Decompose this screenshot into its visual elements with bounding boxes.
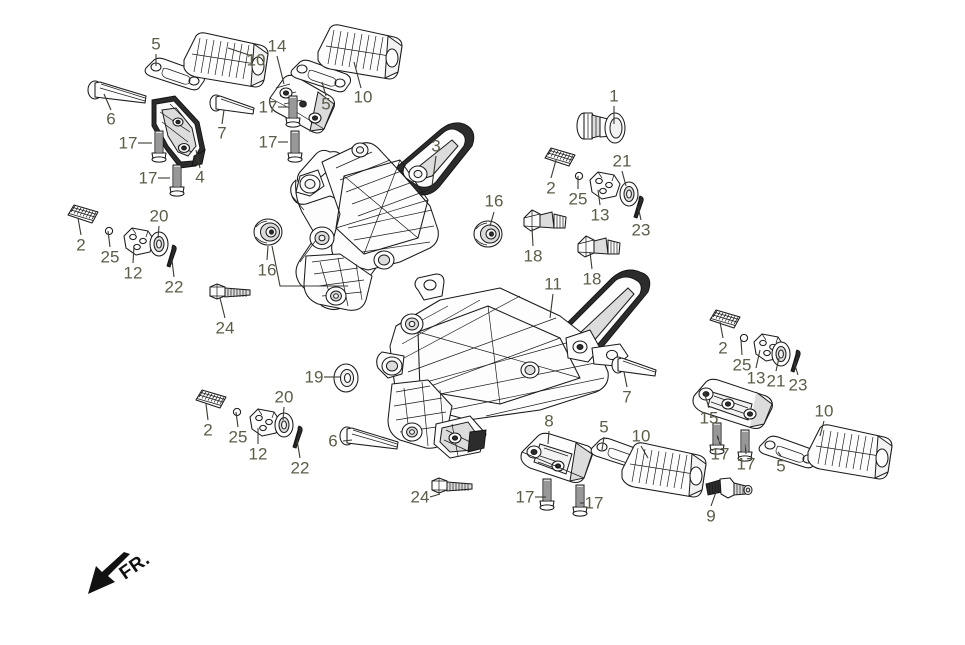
part-1-pivot-collar [576,112,626,144]
part-19-bush [333,363,359,393]
callout-17a: 17 [118,133,138,153]
callout-2c: 2 [203,420,213,440]
callout-20a: 20 [149,206,169,226]
callout-22a: 22 [164,277,184,297]
callout-25c: 25 [228,427,248,447]
callout-6b: 6 [328,431,338,451]
callout-15: 15 [699,408,719,428]
leader-lines [77,47,825,507]
callout-18a: 18 [523,246,543,266]
callout-25d: 25 [732,355,752,375]
callout-22b: 22 [290,458,310,478]
callout-12a: 12 [123,263,143,283]
callout-21b: 21 [766,371,786,391]
callout-17g: 17 [710,444,730,464]
callout-3: 3 [431,136,441,156]
part-8-step-holder-lower [520,432,594,484]
part-16-grommet-upper [473,220,503,248]
callout-25b: 25 [100,247,120,267]
part-20-washer-left [149,231,169,257]
callout-16a: 16 [484,191,504,211]
callout-17e: 17 [515,487,535,507]
callout-10: 10 [246,50,266,70]
callout-10b: 10 [353,87,373,107]
callout-1: 1 [609,86,619,106]
callout-25a: 25 [568,189,588,209]
callout-2d: 2 [718,338,728,358]
callout-21a: 21 [612,151,632,171]
callout-18b: 18 [582,269,602,289]
part-25-ring-bottom-left [232,407,242,417]
part-3-step-bracket [290,122,475,311]
part-21-washer-right [771,341,791,367]
front-direction-arrow-icon [88,552,130,594]
callout-17d: 17 [258,132,278,152]
callout-12b: 12 [248,444,268,464]
callout-19: 19 [304,367,324,387]
callout-13a: 13 [590,205,610,225]
callout-24b: 24 [410,487,430,507]
callout-10c: 10 [631,426,651,446]
callout-7: 7 [217,123,227,143]
callout-9: 9 [706,506,716,526]
callout-2a: 2 [546,178,556,198]
part-25-ring-upper-right [574,171,584,181]
callout-24a: 24 [215,318,235,338]
part-15-step-holder-right [692,378,773,430]
callout-2b: 2 [76,235,86,255]
callout-23b: 23 [788,375,808,395]
callout-8: 8 [544,411,554,431]
callout-5b: 5 [321,94,331,114]
callout-10d: 10 [814,401,834,421]
part-14-step-holder [269,74,336,134]
part-11-step-bracket-lower [376,269,651,459]
callout-7b: 7 [622,387,632,407]
callout-6: 6 [106,109,116,129]
callout-23a: 23 [631,220,651,240]
callout-5: 5 [151,34,161,54]
callout-11: 11 [544,274,562,294]
callout-17b: 17 [138,168,158,188]
callout-5c: 5 [599,417,609,437]
leader-16-left [271,245,348,287]
part-20-washer-bottom-left [274,412,294,438]
callout-17c: 17 [258,97,278,117]
part-25-ring-left [104,226,114,236]
callout-4: 4 [195,167,205,187]
callout-14: 14 [267,36,287,56]
callout-13b: 13 [746,368,766,388]
callout-17f: 17 [584,493,604,513]
part-16-grommet-left [253,218,283,246]
callout-20b: 20 [274,387,294,407]
part-21-washer-upper-right [619,181,639,207]
callout-17h: 17 [736,454,756,474]
callout-5d: 5 [776,456,786,476]
callout-16b: 16 [257,260,277,280]
